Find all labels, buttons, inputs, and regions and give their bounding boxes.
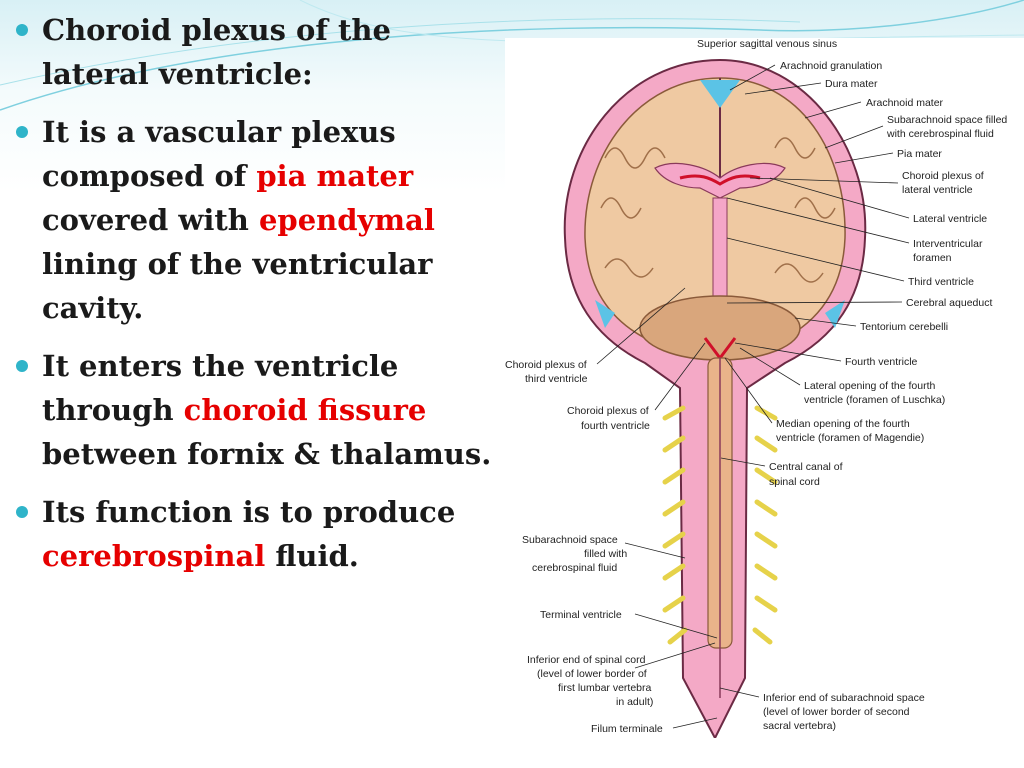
label: Arachnoid granulation: [780, 60, 882, 72]
bullet-list: Choroid plexus of the lateral ventricle:…: [14, 8, 494, 592]
bullet-text: between fornix & thalamus.: [42, 437, 492, 471]
label: Lateral ventricle: [913, 213, 987, 225]
label: cerebrospinal fluid: [532, 562, 617, 574]
bullet-text: covered with: [42, 203, 259, 237]
bullet-text: It enters the ventricle through: [42, 349, 399, 427]
label: Cerebral aqueduct: [906, 297, 992, 309]
label: Tentorium cerebelli: [860, 321, 948, 333]
bullet-dot-icon: [16, 506, 28, 518]
label: with cerebrospinal fluid: [886, 128, 994, 140]
label: Interventricular: [913, 238, 983, 250]
label: Superior sagittal venous sinus: [697, 38, 837, 50]
label: (level of lower border of second: [763, 706, 910, 718]
label: Choroid plexus of: [567, 405, 649, 417]
label: ventricle (foramen of Luschka): [804, 394, 945, 406]
bullet-item: Choroid plexus of the lateral ventricle:: [14, 8, 494, 96]
label: Third ventricle: [908, 276, 974, 288]
labels-left: Choroid plexus of third ventricle Choroi…: [505, 359, 663, 735]
bullet-item: It enters the ventricle through choroid …: [14, 344, 494, 476]
label: Subarachnoid space: [522, 534, 618, 546]
labels-right: Superior sagittal venous sinus Arachnoid…: [697, 38, 1007, 732]
label: spinal cord: [769, 476, 820, 488]
label: third ventricle: [525, 373, 588, 385]
highlight-term: pia mater: [256, 159, 414, 193]
label: Terminal ventricle: [540, 609, 622, 621]
cns-ventricle-diagram: Superior sagittal venous sinus Arachnoid…: [505, 38, 1024, 738]
label: Fourth ventricle: [845, 356, 918, 368]
bullet-text: It is a vascular plexus composed of: [42, 115, 396, 193]
label: filled with: [584, 548, 627, 560]
bullet-text: Choroid plexus of the lateral ventricle:: [42, 13, 391, 91]
bullet-dot-icon: [16, 360, 28, 372]
label: Central canal of: [769, 461, 843, 473]
label: ventricle (foramen of Magendie): [776, 432, 924, 444]
bullet-item: It is a vascular plexus composed of pia …: [14, 110, 494, 330]
label: in adult): [616, 696, 653, 708]
bullet-text: fluid.: [265, 539, 359, 573]
label: Pia mater: [897, 148, 942, 160]
label: Arachnoid mater: [866, 97, 944, 109]
label: Choroid plexus of: [505, 359, 587, 371]
lateral-ventricle: [654, 162, 786, 199]
label: foramen: [913, 252, 952, 264]
bullet-item: Its function is to produce cerebrospinal…: [14, 490, 494, 578]
bullet-dot-icon: [16, 126, 28, 138]
label: Lateral opening of the fourth: [804, 380, 936, 392]
label: Subarachnoid space filled: [887, 114, 1007, 126]
bullet-text: lining of the ventricular cavity.: [42, 247, 433, 325]
bullet-dot-icon: [16, 24, 28, 36]
label: Inferior end of subarachnoid space: [763, 692, 925, 704]
highlight-term: ependymal: [258, 203, 435, 237]
label: fourth ventricle: [581, 420, 650, 432]
label: lateral ventricle: [902, 184, 973, 196]
bullet-text: Its function is to produce: [42, 495, 456, 529]
label: Dura mater: [825, 78, 878, 90]
label: Inferior end of spinal cord: [527, 654, 646, 666]
highlight-term: cerebrospinal: [42, 539, 266, 573]
label: first lumbar vertebra: [558, 682, 652, 694]
label: Choroid plexus of: [902, 170, 984, 182]
label: Median opening of the fourth: [776, 418, 910, 430]
label: sacral vertebra): [763, 720, 836, 732]
highlight-term: choroid fissure: [183, 393, 427, 427]
label: (level of lower border of: [537, 668, 647, 680]
label: Filum terminale: [591, 723, 663, 735]
